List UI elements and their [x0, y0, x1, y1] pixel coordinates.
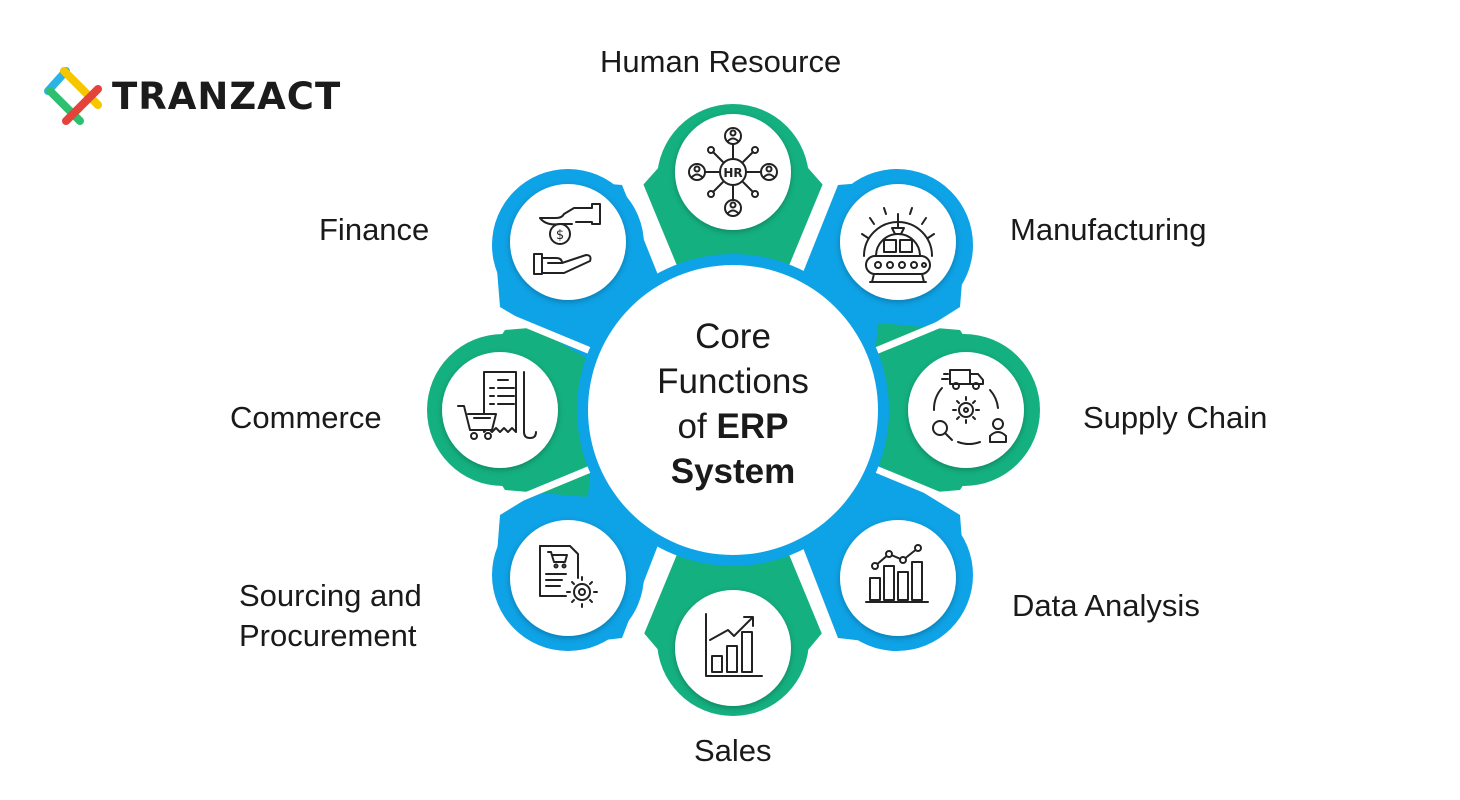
- money-hands-icon: $: [533, 203, 601, 275]
- center-title-line1: Core: [695, 317, 771, 356]
- hub-center: [588, 265, 878, 555]
- center-title: Core Functions of ERP System: [583, 314, 883, 494]
- logo-text: TRANZACT: [112, 74, 342, 118]
- center-title-system: System: [670, 452, 796, 491]
- center-title-line3: of ERP: [583, 404, 883, 449]
- icon-circles: [442, 114, 1024, 706]
- label-human-resource: Human Resource: [600, 44, 842, 79]
- center-title-of: of: [677, 407, 717, 446]
- label-manufacturing: Manufacturing: [1010, 212, 1207, 247]
- cart-document-gear-icon: [539, 545, 598, 608]
- label-commerce: Commerce: [230, 400, 382, 435]
- svg-text:$: $: [556, 228, 564, 243]
- center-title-erp: ERP: [716, 407, 789, 446]
- center-title-line4: System: [583, 449, 883, 494]
- receipt-cart-icon: [457, 371, 537, 440]
- supply-cycle-icon: [932, 369, 1007, 445]
- growth-chart-icon: [705, 613, 763, 677]
- hr-icon-text: HR: [723, 166, 742, 180]
- label-data-analysis: Data Analysis: [1012, 588, 1200, 623]
- logo: TRANZACT: [44, 64, 341, 128]
- center-title-line2: Functions: [657, 362, 809, 401]
- label-supply-chain: Supply Chain: [1083, 400, 1268, 435]
- bar-chart-trend-icon: [865, 544, 929, 603]
- tranzact-logo-mark-icon: [44, 67, 102, 125]
- label-finance: Finance: [319, 212, 430, 247]
- factory-gear-icon: [861, 207, 935, 283]
- label-sourcing-line1: Sourcing and: [239, 578, 422, 613]
- label-sales: Sales: [694, 733, 772, 768]
- hr-network-icon: HR: [688, 127, 778, 217]
- label-sourcing-line2: Procurement: [239, 618, 417, 653]
